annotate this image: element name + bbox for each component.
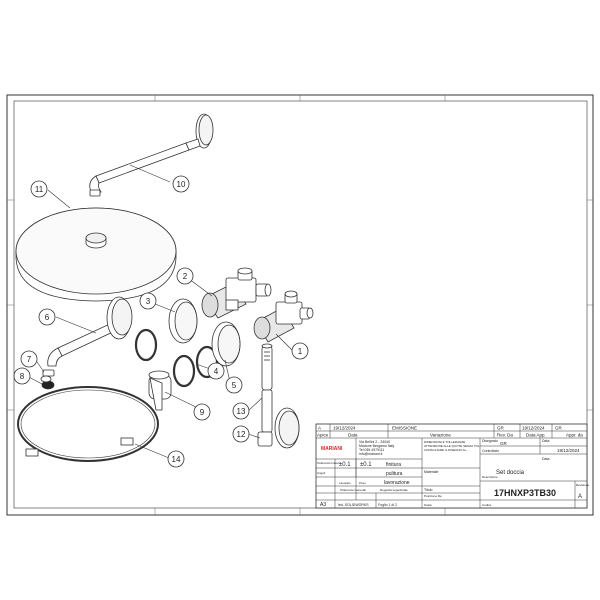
zone-ticks [7,95,593,515]
part-mixer-body [201,267,272,319]
inner-frame [13,100,588,509]
date-value: 19/12/2024 [557,448,580,453]
rev-header-drawn: Rev. Da [497,433,513,438]
callout-7: 7 [27,355,32,364]
callout-numbers: 1 2 3 4 5 6 7 8 9 10 11 12 13 14 [20,180,303,464]
rev-approved-date: 19/12/2024 [522,426,545,431]
finish-lavorazione: lavorazione [384,480,410,486]
part-shower-arm [89,113,214,197]
company-address-1: Via Bellini 2 - 24040 [359,440,390,444]
tol-unit2: Peso [359,481,366,485]
tol-unit: Lavorato [339,481,351,485]
tol-angular-label: Angoli [317,471,326,475]
position-label: Posizione file [424,494,442,498]
company-address-4: info@mariani.it [359,452,382,456]
material-label: Materiale [424,470,438,474]
part-o-rings [134,328,219,388]
part-ring-large [168,298,198,344]
rev-header-rev: Apice [317,433,329,438]
sheet-format: A3 [320,502,326,508]
rev-change: EMISSIONE [392,426,417,431]
scale-label: Scala [424,503,432,507]
software: Ied. SOLIDWORKS [338,503,369,507]
callout-12: 12 [237,430,246,439]
rev-approved-by: GR [555,426,563,431]
date-label: Data [542,439,549,443]
rev-header-date: Data [348,433,358,438]
callout-4: 4 [214,367,219,376]
sheet-number: Foglio 1 di 2 [378,503,397,507]
callout-8: 8 [20,372,25,381]
part-aerator [40,369,55,390]
drawn-label: Disegnato [482,439,498,443]
checked-label: Controllato [482,449,499,453]
drawn-value: GR [500,441,508,446]
callout-11: 11 [35,185,44,194]
part-cover-plate [211,321,241,367]
part-shower-head [15,207,177,302]
rev-drawn-by: GR [497,426,505,431]
tol-angular: ±0.1 [360,462,372,468]
drawing-title: Set doccia [496,470,525,476]
tol-note-2: ATTENZIONE ALLE QUOTE SENZA TOL. [424,444,481,448]
description-label: Descrizione [482,475,498,479]
callout-6: 6 [45,313,50,322]
rev-value: A [318,426,321,431]
tol-label: Tolleranze lineari [317,461,340,465]
callout-2: 2 [183,272,188,281]
drawing-code: 17HNXP3TB30 [494,488,556,498]
tol-linear: ±0.1 [339,462,351,468]
rev-header-app-by: Appr. da [566,433,583,438]
part-diverter-body [253,290,314,343]
part-hand-shower [257,343,300,449]
callout-13: 13 [237,407,246,416]
rev-header-change: Variazione [430,433,451,438]
callout-1: 1 [298,347,303,356]
callout-10: 10 [177,180,186,189]
callout-balloons [13,175,309,468]
tol-note-3: CONSULTARE IL DISEGNO AL ... [424,448,470,452]
callout-3: 3 [146,297,151,306]
callout-5: 5 [232,381,237,390]
leader-lines [26,164,293,459]
part-lever-handle [148,370,172,411]
callout-14: 14 [172,455,181,464]
part-spout [47,296,133,367]
surface-label: Rugosità superficiale [380,488,408,492]
callout-9: 9 [200,408,205,417]
part-hose [17,386,159,462]
company-logo: MARIANI [321,446,343,452]
date-label-2: Data [542,457,549,461]
finish-finitura: finitura [386,462,401,468]
general-tol: Tolleranze Generali [340,488,366,492]
company-address-2: Madone Bergamo Italy [359,444,394,448]
rev-final: A [578,494,582,500]
finish-pulitura: pulitura [386,471,403,477]
rev-date: 19/12/2024 [333,426,356,431]
rev-header-app-date: Data App. [526,433,546,438]
title-label: Titolo [424,488,432,492]
code-label: Codice [482,503,492,507]
rev-label: Revisione [576,483,590,487]
company-address-3: Tel 035 4979111 [359,448,384,452]
title-block: A 19/12/2024 EMISSIONE GR 19/12/2024 GR … [315,423,590,509]
tol-note-1: DIMENSIONI E TOLLERANZE [424,440,465,444]
